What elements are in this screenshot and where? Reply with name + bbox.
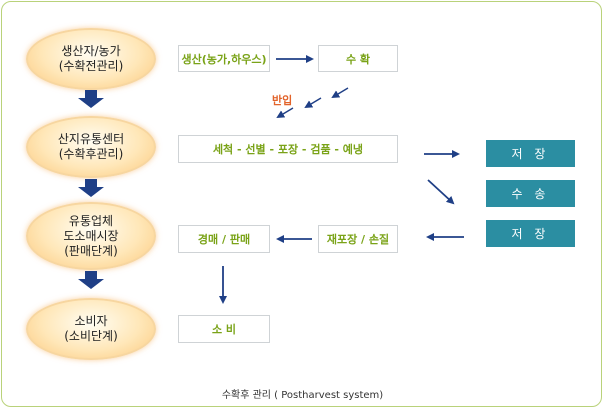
stage-retail-sub: (판매단계) <box>64 243 118 258</box>
stage-retail-title: 유통업체 <box>68 213 114 228</box>
box-consume: 소 비 <box>178 315 270 343</box>
down-arrow-2 <box>78 179 104 197</box>
box-packing: 세척 - 선별 - 포장 - 검품 - 예냉 <box>178 135 398 163</box>
down-arrow-1 <box>78 90 104 108</box>
stage-distribution-center: 산지유통센터 (수확후관리) <box>26 116 156 178</box>
arrow-to-transport <box>427 179 455 205</box>
box-auction: 경매 / 판매 <box>178 225 270 253</box>
stage-consumer-title: 소비자 <box>74 314 108 328</box>
stage-retail: 유통업체 도소매시장 (판매단계) <box>26 202 156 270</box>
stage-producer: 생산자/농가 (수확전관리) <box>26 28 156 90</box>
diagram-caption: 수확후 관리 ( Postharvest system) <box>221 390 384 401</box>
stage-producer-title: 생산자/농가 <box>61 44 121 58</box>
box-storage-1: 저 장 <box>486 140 575 167</box>
stage-producer-sub: (수확전관리) <box>58 59 124 73</box>
label-bring-in: 반입 <box>272 94 293 107</box>
stage-retail-market: 도소매시장 <box>63 228 119 243</box>
down-arrow-3 <box>78 271 104 289</box>
stage-consumer: 소비자 (소비단계) <box>26 298 156 360</box>
stage-center-sub: (수확후관리) <box>58 147 124 161</box>
stage-consumer-sub: (소비단계) <box>64 329 118 343</box>
box-storage-2: 저 장 <box>486 220 575 247</box>
box-repack: 재포장 / 손질 <box>318 225 398 253</box>
box-production: 생산(농가,하우스) <box>178 45 270 72</box>
box-harvest: 수 확 <box>318 45 398 72</box>
box-transport: 수 송 <box>486 180 575 207</box>
stage-center-title: 산지유통센터 <box>57 132 125 146</box>
arrow-bring-in-3 <box>276 107 294 119</box>
arrow-bring-in-1 <box>331 87 349 99</box>
arrow-bring-in-2 <box>304 97 322 109</box>
